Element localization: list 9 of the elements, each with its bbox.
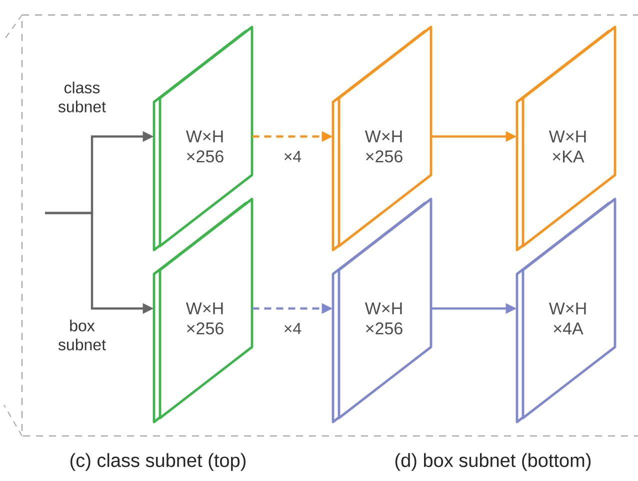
feature-map: W×H ×256 [152,198,254,424]
edge-label: ×4 [284,151,302,162]
caption: (c) class subnet (top) [70,453,246,471]
caption: (d) box subnet (bottom) [395,453,591,471]
feature-map: W×H ×256 [332,198,432,424]
subnet-label: class subnet [58,82,106,112]
edge-label: ×4 [284,322,302,334]
feature-map: W×H ×4A [516,198,616,424]
subnet-label: box subnet [58,320,106,350]
